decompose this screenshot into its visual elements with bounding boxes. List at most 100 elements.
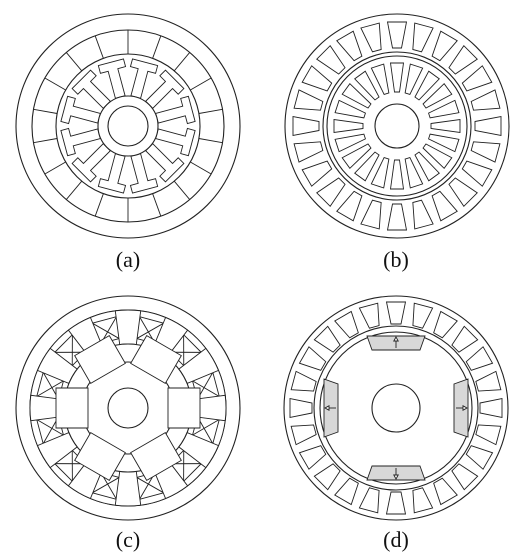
rotor-slot	[428, 133, 460, 153]
panel-label-a: (a)	[116, 247, 140, 272]
rotor-pole	[74, 335, 126, 384]
stator-slot	[336, 190, 363, 222]
stator-slot	[293, 141, 324, 163]
stator-slot	[313, 463, 341, 491]
stator-slot	[336, 30, 363, 62]
rotor-slot	[341, 143, 372, 169]
stator-slot	[316, 45, 346, 75]
rotor-slot	[414, 151, 440, 182]
rotor-slot	[370, 63, 390, 95]
shaft-bore	[374, 103, 420, 149]
stator-slot	[475, 370, 502, 392]
stator-slot	[479, 397, 503, 419]
stator-segment-divider	[94, 35, 104, 59]
rotor-slot	[354, 70, 380, 101]
rotor-slot	[334, 133, 366, 153]
stator-slot	[433, 310, 458, 339]
coil-cross	[36, 419, 64, 436]
stator-tooth	[114, 470, 142, 507]
stator-slot	[431, 190, 458, 222]
stator-slot	[360, 199, 382, 230]
rotor-slot	[334, 99, 366, 119]
stator-slot	[316, 177, 346, 207]
shaft-bore	[107, 387, 149, 429]
stator-slot	[386, 203, 408, 231]
stator-slot	[474, 115, 502, 137]
panel-d-magnet-rotor	[283, 295, 509, 521]
panel-c-reluctance-rotor	[15, 295, 241, 521]
stator-tooth	[114, 309, 142, 346]
stator-slot	[313, 325, 341, 353]
coil-cross	[92, 322, 120, 339]
coil-cross	[136, 322, 164, 339]
rotor-t-pole	[71, 143, 111, 183]
stator-slot	[358, 487, 380, 514]
stator-slot	[385, 491, 407, 515]
stator-segment-divider	[152, 193, 162, 217]
stator-slot	[289, 397, 313, 419]
stator-slot	[292, 115, 320, 137]
stator-segment-divider	[198, 138, 223, 144]
rotor-slot	[389, 62, 405, 93]
rotor-t-pole	[71, 69, 111, 109]
rotor-pole	[74, 432, 126, 481]
stator-slot	[293, 89, 324, 111]
rotor-t-pole	[129, 153, 159, 194]
coil-cross	[192, 419, 220, 436]
arrow-head	[393, 474, 399, 480]
rotor-t-pole	[145, 69, 185, 109]
stator-slot	[470, 89, 501, 111]
stator-segment-divider	[173, 52, 191, 72]
stator-segment-divider	[198, 108, 223, 114]
coil-cross	[36, 380, 64, 397]
stator-segment-divider	[33, 138, 58, 144]
panel-label-d: (d)	[383, 527, 409, 552]
stator-slot	[470, 141, 501, 163]
stator-slot	[461, 160, 493, 187]
rotor-t-pole	[97, 153, 127, 194]
rotor-t-pole	[155, 95, 196, 125]
rotor-t-pole	[60, 95, 101, 125]
panel-a-salient-rotor	[15, 13, 241, 239]
rotor-t-pole	[60, 127, 101, 157]
rotor-slot	[389, 159, 405, 190]
stator-slot	[448, 45, 478, 75]
rotor-t-pole	[145, 143, 185, 183]
stator-slot	[451, 463, 479, 491]
panel-label-b: (b)	[383, 247, 409, 272]
stator-segment-divider	[152, 35, 162, 59]
stator-slot	[431, 30, 458, 62]
stator-segment-divider	[190, 77, 212, 91]
stator-slot	[386, 21, 408, 49]
shaft-bore	[107, 105, 149, 147]
stator-segment-divider	[94, 193, 104, 217]
rotor-slot	[404, 63, 424, 95]
stator-segment-divider	[65, 180, 83, 200]
stator-segment-divider	[44, 161, 66, 175]
panel-label-c: (c)	[116, 527, 140, 552]
rotor-slot	[430, 118, 461, 134]
rotor-t-pole	[97, 58, 127, 99]
rotor-t-pole	[155, 127, 196, 157]
rotor-pole	[55, 387, 89, 429]
coil-cross	[92, 477, 120, 494]
rotor-slot	[404, 157, 424, 189]
rotor-slot	[370, 157, 390, 189]
panel-b-slotted-rotor	[284, 13, 510, 239]
arrow-head	[324, 405, 330, 411]
stator-slot	[412, 199, 434, 230]
stator-slot	[461, 65, 493, 92]
stator-slot	[358, 302, 380, 329]
stator-slot	[465, 445, 494, 470]
rotor-slot	[422, 143, 453, 169]
shaft-bore	[371, 383, 421, 433]
rotor-slot	[333, 118, 364, 134]
stator-slot	[298, 445, 327, 470]
stator-slot	[385, 301, 407, 325]
rotor-slot	[414, 70, 440, 101]
rotor-pole	[167, 387, 201, 429]
stator-slot	[298, 346, 327, 371]
rotor-slot	[428, 99, 460, 119]
stator-slot	[301, 65, 333, 92]
